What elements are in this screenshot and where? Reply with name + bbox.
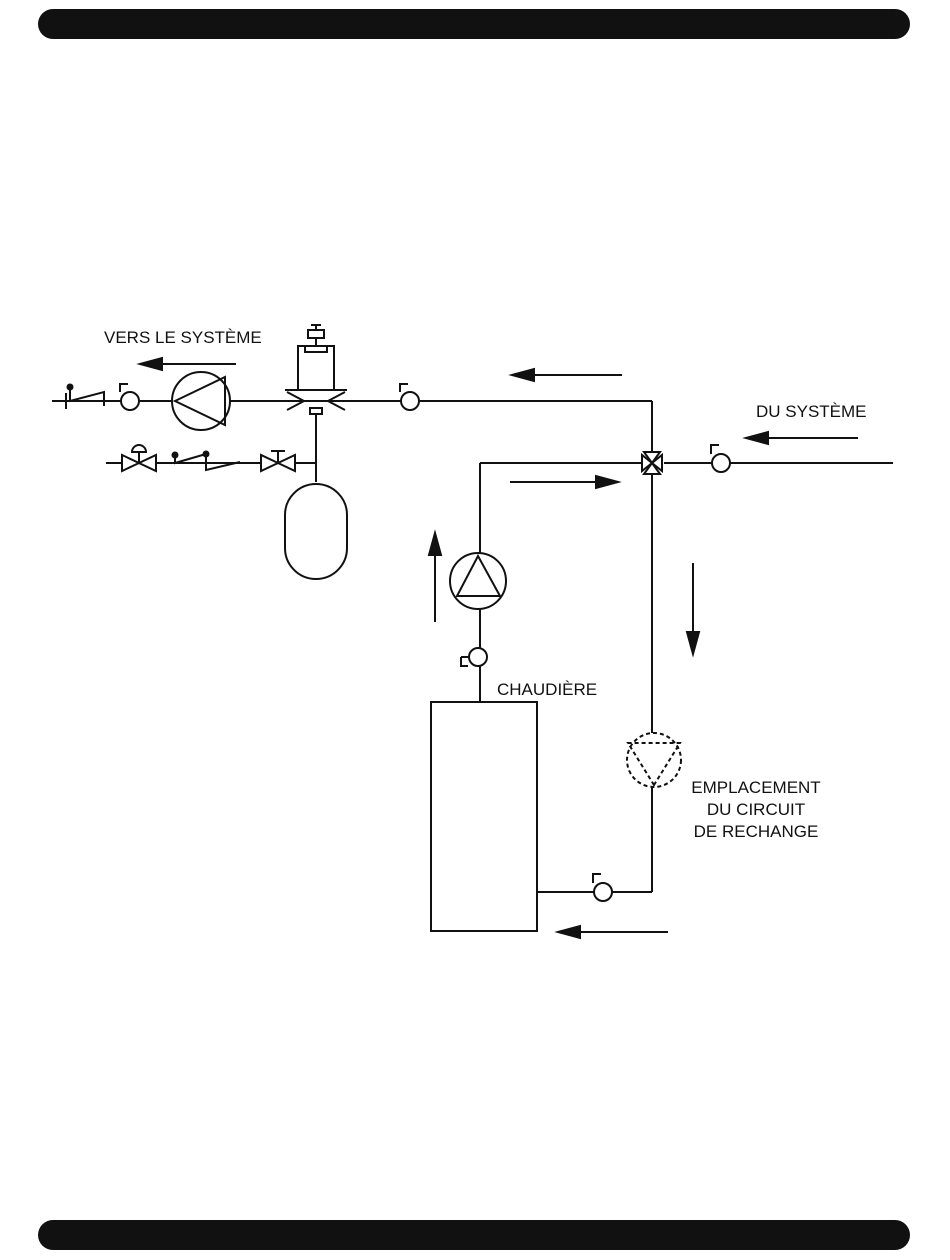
arrow-left-icon xyxy=(512,369,622,381)
label-alt-circuit-line2: DU CIRCUIT xyxy=(707,800,805,819)
arrow-left-icon xyxy=(558,926,668,938)
boiler-icon xyxy=(431,702,537,931)
label-from-system: DU SYSTÈME xyxy=(756,402,867,421)
arrow-right-icon xyxy=(510,476,618,488)
arrow-left-icon xyxy=(746,432,858,444)
mixing-valve-icon xyxy=(642,452,662,474)
label-to-system: VERS LE SYSTÈME xyxy=(104,328,262,347)
arrow-left-icon xyxy=(140,358,236,370)
pressure-reducing-valve-icon xyxy=(122,445,156,471)
temperature-sensor-icon xyxy=(593,874,612,901)
temperature-sensor-icon xyxy=(400,384,419,410)
temperature-sensor-icon xyxy=(711,445,730,472)
boiler-pump-icon xyxy=(450,553,506,609)
alternate-pump-icon xyxy=(627,733,681,787)
arrow-down-icon xyxy=(687,563,699,654)
expansion-tank-icon xyxy=(285,484,347,579)
temperature-sensor-icon xyxy=(461,648,487,666)
backflow-check-valve-icon xyxy=(173,452,241,471)
arrow-up-icon xyxy=(429,533,441,622)
check-valve-left xyxy=(66,385,104,410)
label-alt-circuit-line1: EMPLACEMENT xyxy=(691,778,820,797)
system-pump-icon xyxy=(172,372,230,430)
label-boiler: CHAUDIÈRE xyxy=(497,680,597,699)
shutoff-valve-icon xyxy=(261,451,295,471)
temperature-sensor-icon xyxy=(120,384,139,410)
label-alt-circuit-line3: DE RECHANGE xyxy=(694,822,819,841)
